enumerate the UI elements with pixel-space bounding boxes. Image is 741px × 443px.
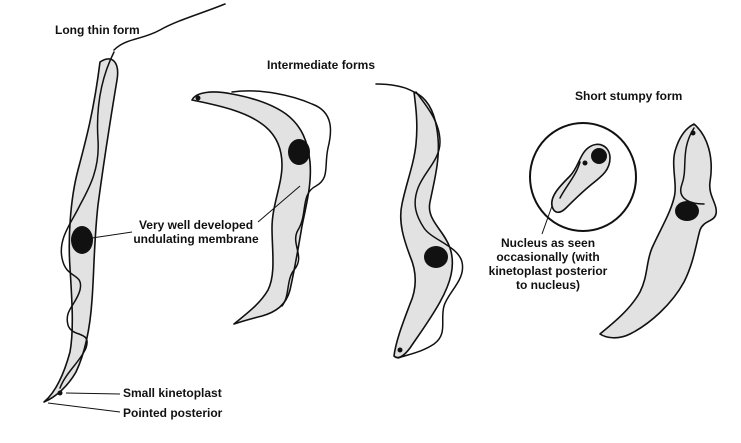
nucleus-pointer	[541, 205, 553, 235]
nucleus-line-4: to nucleus)	[515, 278, 580, 292]
short-stumpy-kinetoplast	[690, 130, 696, 136]
intermediate-2-undulating-membrane	[397, 91, 464, 359]
membrane-pointer-left	[91, 231, 133, 239]
intermediate-2-kinetoplast	[397, 347, 403, 353]
label-long-thin-form: Long thin form	[55, 23, 140, 37]
posterior-pointer	[47, 402, 121, 413]
long-thin-flagellum	[113, 3, 226, 51]
kinetoplast-pointer	[65, 392, 121, 395]
nucleus-line-3: kinetoplast posterior	[488, 264, 608, 278]
short-stumpy-form	[599, 123, 718, 339]
short-stumpy-nucleus	[675, 201, 699, 221]
inset-nucleus	[591, 148, 607, 164]
intermediate-2-body	[393, 91, 454, 359]
short-stumpy-body	[599, 123, 718, 339]
intermediate-1-nucleus	[288, 139, 310, 165]
circled-inset	[529, 122, 637, 235]
nucleus-line-1: Nucleus as seen	[500, 236, 596, 250]
inset-circle	[529, 122, 637, 232]
long-thin-nucleus	[71, 226, 93, 254]
long-thin-kinetoplast	[57, 390, 63, 396]
intermediate-1-undulating-membrane	[231, 90, 332, 307]
label-nucleus-occasional: Nucleus as seen occasionally (with kinet…	[486, 236, 610, 292]
label-undulating-membrane: Very well developed undulating membrane	[126, 218, 266, 246]
intermediate-1-body	[191, 91, 312, 325]
long-thin-undulating-membrane	[59, 51, 115, 389]
inset-membrane	[559, 161, 581, 199]
label-small-kinetoplast: Small kinetoplast	[123, 386, 222, 400]
nucleus-line-2: occasionally (with	[496, 250, 600, 264]
intermediate-2-flagellum	[375, 83, 415, 93]
label-intermediate-forms: Intermediate forms	[267, 58, 376, 72]
membrane-pointer	[257, 185, 301, 223]
long-thin-form	[43, 3, 226, 413]
intermediate-1-kinetoplast	[195, 95, 201, 101]
label-short-stumpy-form: Short stumpy form	[575, 89, 683, 103]
intermediate-form-2	[375, 83, 464, 359]
membrane-line-1: Very well developed	[138, 218, 254, 232]
membrane-line-2: undulating membrane	[133, 232, 259, 246]
label-pointed-posterior: Pointed posterior	[123, 406, 223, 420]
inset-kinetoplast	[582, 160, 588, 166]
intermediate-2-nucleus	[424, 246, 448, 268]
intermediate-form-1	[191, 90, 332, 325]
